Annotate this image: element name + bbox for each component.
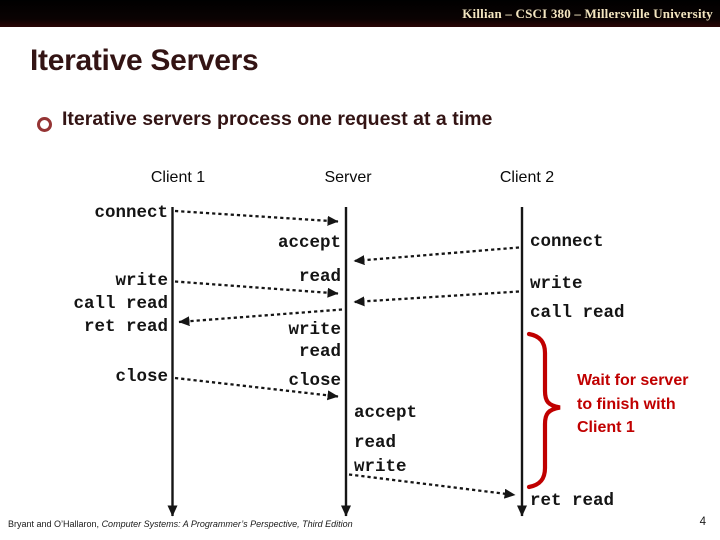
label-server-write-1: write <box>288 320 341 340</box>
label-client1-write: write <box>115 271 168 291</box>
column-header-client2: Client 2 <box>499 169 555 186</box>
bullet-circle-icon <box>37 117 52 132</box>
label-server-write-2: write <box>354 457 407 477</box>
footer-authors: Bryant and O’Hallaron, <box>8 519 100 529</box>
label-client1-call-read: call read <box>73 294 168 314</box>
column-header-server: Server <box>324 169 372 186</box>
label-client1-close: close <box>115 367 168 387</box>
wait-annotation: Wait for server to finish with Client 1 <box>577 372 689 436</box>
arrow-server-write-to-client2 <box>348 473 516 499</box>
course-banner-text: Killian – CSCI 380 – Millersville Univer… <box>462 5 713 21</box>
label-server-read-3: read <box>354 433 397 453</box>
bullet-text: Iterative servers process one request at… <box>62 108 493 130</box>
label-server-read-1: read <box>298 267 341 287</box>
footer-book-title: Computer Systems: A Programmer’s Perspec… <box>101 519 353 529</box>
page-number: 4 <box>699 516 706 528</box>
label-client2-ret-read: ret read <box>530 491 615 511</box>
wait-brace <box>526 331 561 490</box>
footer-citation: Bryant and O’Hallaron, Computer Systems:… <box>8 519 608 529</box>
label-server-accept-1: accept <box>277 233 341 253</box>
label-client2-write: write <box>530 274 583 294</box>
label-server-read-2: read <box>298 342 341 362</box>
label-client1-ret-read: ret read <box>83 317 168 337</box>
arrow-client2-write-to-server <box>353 290 520 307</box>
label-client2-connect: connect <box>530 232 604 252</box>
label-client2-call-read: call read <box>530 303 625 323</box>
column-header-client1: Client 1 <box>150 169 206 186</box>
slide-title: Iterative Servers <box>30 44 259 77</box>
label-server-accept-2: accept <box>354 403 418 423</box>
label-client1-connect: connect <box>94 203 168 223</box>
arrow-client2-connect-to-server <box>353 246 520 266</box>
label-server-close: close <box>288 371 341 391</box>
arrow-client1-connect-to-server <box>174 209 339 226</box>
header-bar: Killian – CSCI 380 – Millersville Univer… <box>0 0 720 27</box>
